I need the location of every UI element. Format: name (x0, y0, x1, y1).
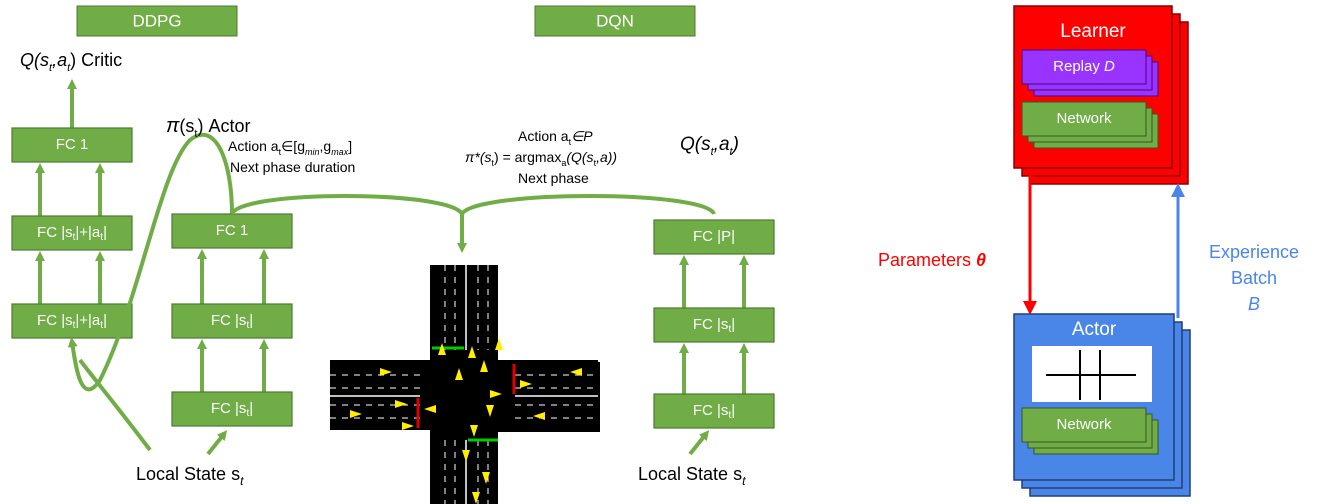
parameters-label: Parameters θ (878, 250, 986, 270)
dqn-fc2-box: FC |st| (653, 307, 775, 343)
actor-fc2-box: FC |st| (171, 303, 293, 339)
dqn-action-line1: Action at∈P (518, 128, 593, 147)
actor-title: π(st) Actor (166, 115, 250, 140)
dqn-fc1-label: FC |P| (693, 228, 735, 245)
learner-title: Learner (1060, 21, 1126, 42)
ddpg-state-arrow (206, 430, 228, 456)
critic-fc2-label: FC |st|+|at| (37, 224, 107, 243)
learner-network-stack: Network (1021, 101, 1159, 149)
actor-network-stack: Network (1021, 407, 1159, 455)
dqn-fc1-box: FC |P| (653, 219, 775, 255)
state-to-critic-line (78, 358, 152, 452)
intersection-image (330, 265, 600, 504)
actor-fc1-label: FC 1 (216, 222, 249, 239)
dqn-local-state: Local State st (638, 464, 746, 488)
actor-intersection-thumbnail (1032, 346, 1152, 402)
actor-fc1-box: FC 1 (171, 213, 293, 249)
distributed-actor-title: Actor (1072, 319, 1117, 340)
ddpg-action-line2: Next phase duration (230, 159, 355, 175)
dqn-fc3-box: FC |st| (653, 393, 775, 429)
dqn-q-label: Q(st,at) (680, 134, 739, 158)
dqn-fc2-label: FC |st| (693, 316, 735, 335)
dqn-action-line3: Next phase (518, 170, 589, 186)
actor-fc2-label: FC |st| (211, 312, 253, 331)
dqn-policy-line: π*(st) = argmaxa(Q(st,a)) (465, 149, 617, 168)
dqn-title: DQN (596, 11, 634, 30)
actor-to-critic-curve (67, 132, 234, 392)
actor-stack: Actor (1013, 313, 1191, 497)
experience-b: B (1248, 294, 1260, 314)
actor-to-intersection (230, 194, 464, 216)
dqn-state-arrow (688, 430, 710, 456)
critic-fc1-label: FC 1 (56, 136, 89, 153)
replay-label: Replay D (1053, 58, 1115, 75)
learner-network-label: Network (1056, 110, 1112, 127)
replay-stack: Replay D (1021, 49, 1159, 97)
critic-label: Q(st,at) Critic (20, 50, 122, 74)
experience-line2: Batch (1231, 268, 1277, 288)
actor-fc3-box: FC |st| (171, 391, 293, 427)
critic-fc1-box: FC 1 (11, 127, 133, 163)
ddpg-header: DDPG (76, 5, 238, 37)
actor-network-label: Network (1056, 416, 1112, 433)
ddpg-title: DDPG (132, 11, 181, 30)
ddpg-local-state: Local State st (136, 464, 244, 488)
actor-fc3-label: FC |st| (211, 400, 253, 419)
critic-fc3-box: FC |st|+|at| (11, 303, 133, 339)
ddpg-action-line1: Action at∈[gmin,gmax] (228, 138, 352, 157)
critic-fc3-label: FC |st|+|at| (37, 312, 107, 331)
dqn-to-intersection (460, 194, 716, 216)
experience-line1: Experience (1209, 242, 1299, 262)
critic-fc2-box: FC |st|+|at| (11, 215, 133, 251)
dqn-fc3-label: FC |st| (693, 402, 735, 421)
dqn-header: DQN (534, 5, 696, 37)
